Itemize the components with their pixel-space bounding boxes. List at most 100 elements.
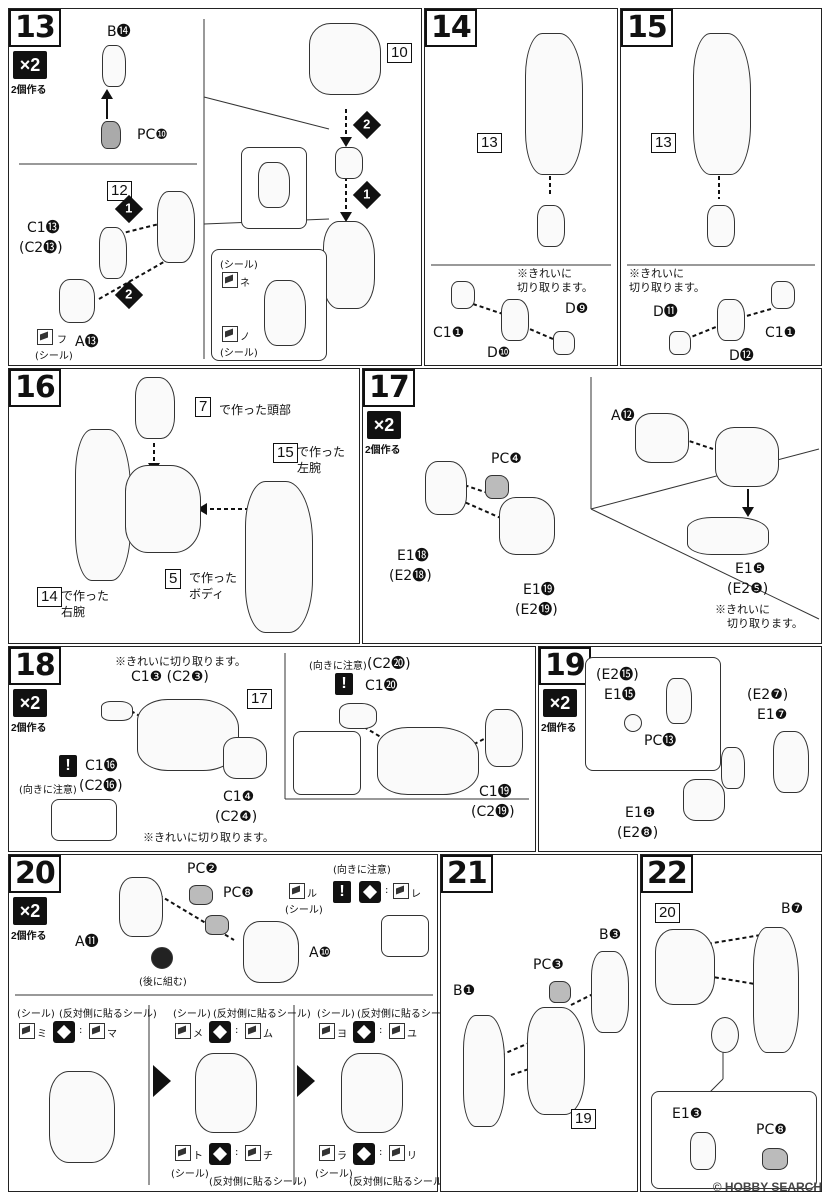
- step-16-panel: 16 7 で作った頭部 15 で作った 左腕 5 で作った ボディ 14 で作っ…: [8, 368, 360, 644]
- make-two-badge: ×2: [543, 689, 577, 717]
- seal-inset: (シール) ネ ノ (シール): [211, 249, 327, 361]
- seal-icon: [389, 1023, 405, 1039]
- seal-tag-label: (シール): [17, 1009, 55, 1020]
- seal-icon: [245, 1145, 261, 1161]
- part-d10-label: D❿: [487, 345, 511, 361]
- seal-ri-label: リ: [407, 1151, 417, 1162]
- face-shape: [264, 280, 306, 346]
- part-a13-label: A⓭: [75, 334, 99, 350]
- caution-icon: !: [335, 673, 353, 695]
- cut-note-line2: 切り取ります。: [517, 282, 593, 294]
- seal-tag-label: (シール): [171, 1169, 209, 1180]
- step-number: 20: [9, 855, 61, 893]
- seal-tag-label: (シール): [285, 905, 323, 916]
- step-18-panel: 18 ×2 2個作る ※きれいに切り取ります。 C1❸ (C2❸) 17 ! C…: [8, 646, 536, 852]
- seal-separator: :: [379, 1025, 383, 1036]
- part-e1-5-label: E1❺: [735, 561, 766, 577]
- step-14-panel: 14 13 ※きれいに 切り取ります。 C1❶ D❾ D❿: [424, 8, 618, 366]
- subassembly-shape: [195, 1053, 257, 1133]
- ref-step-20: 20: [655, 903, 680, 923]
- part-c1-3-label: C1❸ (C2❸): [131, 669, 209, 685]
- make-two-label: 2個作る: [11, 931, 47, 942]
- part-e1-7-shape: [773, 731, 809, 793]
- part-b7-shape: [753, 927, 799, 1053]
- part-pc8-shape: [205, 915, 229, 935]
- ref-step-19: 19: [571, 1109, 596, 1129]
- subassembly-shape: [49, 1071, 115, 1163]
- detail-inset: [381, 915, 429, 957]
- step-number: 14: [425, 9, 477, 47]
- part-c1-1-label: C1❶: [433, 325, 465, 341]
- step-19-panel: 19 ×2 2個作る (E2⓯) E1⓯ PC⓭ (E2❼) E1❼ E1❽ (…: [538, 646, 822, 852]
- seal-icon: [222, 326, 238, 342]
- part-b7-label: B❼: [781, 901, 804, 917]
- seal-ne-label: ネ: [240, 278, 250, 289]
- step-21-panel: 21 B❸ PC❸ B❶ 19: [440, 854, 638, 1192]
- seal-icon: [175, 1023, 191, 1039]
- part-pc4-label: PC❹: [491, 451, 522, 467]
- seal-ru-label: ル: [307, 889, 317, 900]
- body-shape: [125, 465, 201, 553]
- part-c1-4-shape: [223, 737, 267, 779]
- mirror-icon: [353, 1021, 375, 1043]
- step-15-panel: 15 13 ※きれいに 切り取ります。 D⓫ C1❶ D⓬: [620, 8, 822, 366]
- right-arm-caption-2: 右腕: [61, 605, 86, 619]
- make-two-label: 2個作る: [11, 85, 47, 96]
- seal-icon: [37, 329, 53, 345]
- part-e1-19-label: E1⓳: [523, 582, 555, 598]
- ref-step-14: 14: [37, 587, 62, 607]
- right-arm-caption-1: で作った: [61, 589, 110, 603]
- part-e1-3-label: E1❸: [672, 1106, 703, 1122]
- cut-note-line2: 切り取ります。: [629, 282, 705, 294]
- later-part-shape: [151, 947, 173, 969]
- part-e1-3-shape: [690, 1132, 716, 1170]
- step-22-panel: 22 20 B❼ E1❸ PC❽: [640, 854, 822, 1192]
- part-e1-18-label: E1⓲: [397, 548, 429, 564]
- seal-icon: [19, 1023, 35, 1039]
- detail-part-shape: [258, 162, 290, 208]
- part-c2-13-label: (C2⓭): [19, 240, 63, 256]
- part-b14-label: B⓮: [107, 24, 131, 40]
- seal-separator: :: [385, 885, 389, 896]
- part-a10-label: A❿: [309, 945, 332, 961]
- detail-inset: (E2⓯) E1⓯ PC⓭: [585, 657, 721, 771]
- mirror-icon: [209, 1021, 231, 1043]
- part-a11-shape: [119, 877, 163, 937]
- part-pc8-shape: [762, 1148, 788, 1170]
- part-c1-20-shape: [339, 703, 377, 729]
- seal-ra-label: ラ: [337, 1151, 347, 1162]
- part-b1-label: B❶: [453, 983, 476, 999]
- part-c1-4-label: C1❹: [223, 789, 255, 805]
- part-e2-15-label: (E2⓯): [596, 667, 639, 683]
- part-b3-shape: [591, 951, 629, 1033]
- seal-to-label: ト: [193, 1151, 203, 1162]
- part-e1-15-label: E1⓯: [604, 687, 636, 703]
- seal-me-label: メ: [193, 1029, 203, 1040]
- part-d9-shape: [553, 331, 575, 355]
- step-13-panel: 13 ×2 2個作る B⓮ PC❿ 12 C1⓭ (C2⓭) 1 2 A⓭ フ …: [8, 8, 422, 366]
- seal-fu-label: フ: [57, 335, 67, 346]
- ref-step-7: 7: [195, 397, 212, 417]
- step-number: 18: [9, 647, 61, 685]
- part-pc4-shape: [485, 475, 509, 499]
- orientation-caution-label: (向きに注意): [309, 661, 367, 672]
- seal-chi-label: チ: [263, 1151, 273, 1162]
- reverse-seal-label: (反対側に貼るシール): [349, 1177, 447, 1188]
- seal-yo-label: ヨ: [337, 1029, 347, 1040]
- cut-note-line1: ※きれいに: [715, 604, 770, 616]
- next-arrow-icon: [153, 1065, 171, 1097]
- part-pc10-shape: [101, 121, 121, 149]
- cut-note-line1: ※きれいに: [629, 268, 684, 280]
- part-c2-16-label: (C2⓰): [79, 778, 123, 794]
- seal-icon: [245, 1023, 261, 1039]
- arm-assembly-shape: [693, 33, 751, 175]
- part-c2-20-label: (C2⓴): [367, 656, 411, 672]
- part-12-assembly: [157, 191, 195, 263]
- step-number: 19: [539, 647, 591, 685]
- cut-note-line2: 切り取ります。: [727, 618, 803, 630]
- ref-step-17: 17: [247, 689, 272, 709]
- part-c1-1-label: C1❶: [765, 325, 797, 341]
- part-e1-5-shape: [687, 517, 769, 555]
- part-c1-13-shape: [99, 227, 127, 279]
- part-c1-16-shape: [101, 701, 133, 721]
